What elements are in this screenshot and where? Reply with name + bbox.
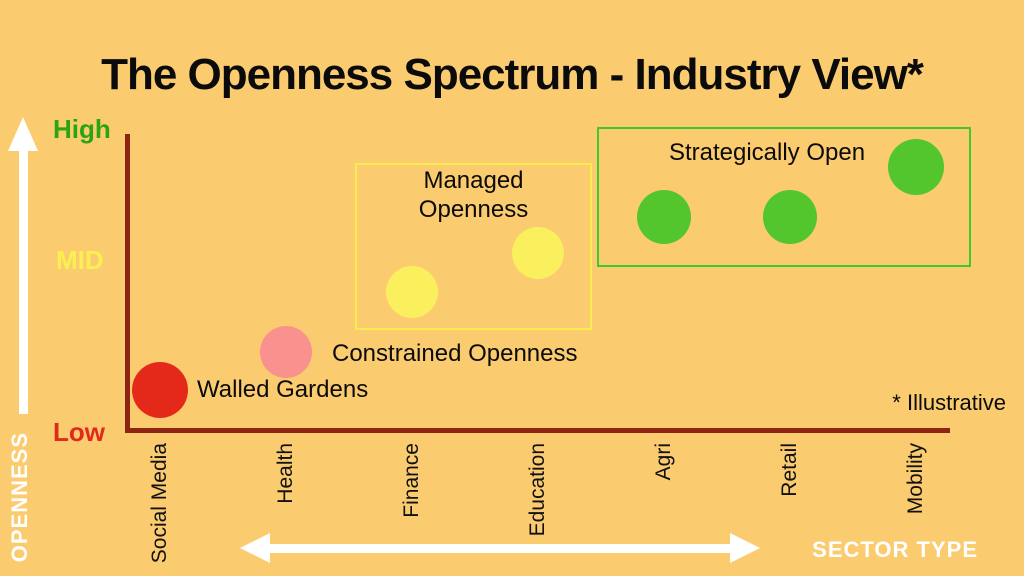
x-axis-title: SECTOR TYPE: [812, 537, 978, 562]
zone-label-strategically-open: Strategically Open: [668, 139, 866, 166]
managed-openness-box: [355, 163, 592, 330]
sector-axis-arrow-right-icon: [730, 533, 760, 563]
y-tick-low: Low: [53, 417, 105, 447]
zone-label-constrained-openness: Constrained Openness: [332, 340, 578, 367]
x-tick-label-retail: Retail: [778, 443, 801, 497]
y-axis-line: [125, 134, 130, 432]
x-tick-label-social-media: Social Media: [148, 443, 171, 564]
data-point-health: [260, 325, 312, 378]
sector-axis-arrow-shaft: [266, 544, 734, 553]
x-tick-label-agri: Agri: [652, 443, 675, 481]
y-tick-mid: MID: [56, 245, 104, 275]
openness-axis-arrow-icon: [8, 117, 38, 151]
footnote: * Illustrative: [892, 390, 1006, 415]
data-point-education: [512, 227, 564, 280]
zone-label-managed-openness: Managed Openness: [418, 167, 529, 223]
data-point-retail: [763, 190, 817, 245]
x-axis-line: [125, 428, 950, 433]
data-point-social-media: [132, 362, 188, 419]
x-tick-label-health: Health: [274, 443, 297, 504]
chart-title: The Openness Spectrum - Industry View*: [101, 50, 924, 99]
strategically-open-box: [597, 127, 971, 267]
x-tick-label-mobility: Mobility: [904, 443, 927, 515]
y-axis-title: OPENNESS: [7, 432, 32, 563]
data-point-mobility: [888, 138, 944, 195]
x-tick-label-finance: Finance: [400, 443, 423, 518]
y-tick-high: High: [53, 114, 111, 144]
openness-axis-arrow-shaft: [19, 148, 28, 414]
sector-axis-arrow-left-icon: [240, 533, 270, 563]
data-point-agri: [637, 190, 691, 245]
data-point-finance: [386, 265, 438, 318]
x-tick-label-education: Education: [526, 443, 549, 537]
zone-label-walled-gardens: Walled Gardens: [197, 376, 369, 403]
